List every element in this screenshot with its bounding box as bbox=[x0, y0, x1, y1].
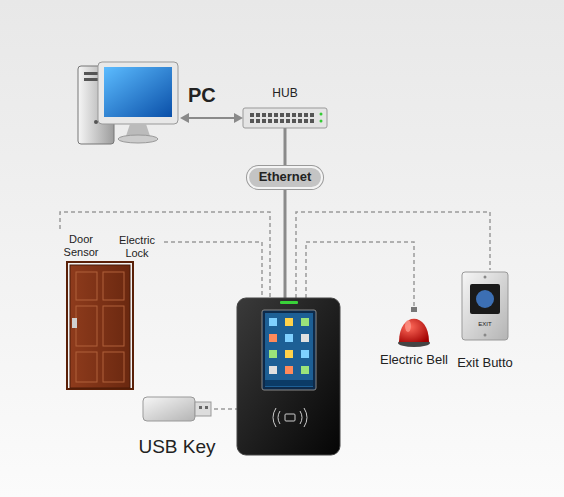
hub-icon-part bbox=[320, 113, 323, 116]
hub-icon-part bbox=[320, 120, 323, 123]
node-label: Exit Butto bbox=[457, 356, 513, 371]
part-label: Electric Lock bbox=[111, 234, 163, 259]
part-label: Door Sensor bbox=[55, 233, 107, 258]
terminal-device-part bbox=[301, 318, 309, 326]
bell-icon-part bbox=[399, 319, 429, 342]
usb-key-node: USB Key bbox=[143, 396, 211, 422]
arrow-head bbox=[234, 113, 243, 123]
control-wires-part bbox=[164, 242, 262, 298]
terminal-device-part bbox=[285, 334, 293, 342]
bell-icon-part bbox=[411, 307, 417, 312]
terminal-device-part bbox=[273, 408, 307, 427]
exit-button-icon bbox=[462, 272, 508, 340]
terminal-device-part bbox=[301, 366, 309, 374]
exit-button-icon-part bbox=[470, 284, 500, 314]
terminal-device-part bbox=[285, 414, 295, 421]
terminal-device bbox=[237, 298, 340, 455]
door-icon bbox=[67, 262, 133, 389]
terminal-device-part bbox=[285, 318, 293, 326]
hub-node: HUB bbox=[243, 108, 327, 128]
exit-button-icon-part bbox=[476, 290, 494, 308]
terminal-device-part bbox=[269, 366, 277, 374]
terminal-device-part bbox=[265, 380, 313, 386]
bell-icon bbox=[398, 307, 430, 347]
node-label: HUB bbox=[272, 87, 297, 101]
usb-key-icon bbox=[143, 397, 211, 421]
node-label: PC bbox=[188, 84, 216, 107]
node-label: Ethernet bbox=[259, 170, 312, 185]
part-label: EXIT bbox=[474, 321, 496, 328]
door-icon-part bbox=[76, 272, 97, 300]
terminal-device-part bbox=[301, 350, 309, 358]
terminal-device-part bbox=[237, 298, 340, 455]
exit-button-icon-part bbox=[462, 272, 508, 340]
computer-icon-part bbox=[98, 62, 178, 124]
usb-key-icon-part bbox=[143, 397, 195, 421]
control-wires-part bbox=[306, 242, 414, 306]
computer-icon-part bbox=[94, 120, 98, 124]
connector-line bbox=[284, 128, 287, 166]
exit-button-icon-part bbox=[484, 334, 487, 337]
terminal-device-part bbox=[285, 350, 293, 358]
control-wires-part bbox=[214, 408, 237, 410]
hub-icon-part bbox=[250, 119, 314, 123]
computer-icon-part bbox=[104, 67, 172, 117]
arrow-head bbox=[180, 113, 189, 123]
door-icon-part bbox=[72, 318, 77, 328]
control-wires bbox=[60, 212, 490, 409]
terminal-device-part bbox=[269, 334, 277, 342]
hub-icon-part bbox=[250, 113, 314, 117]
connector bbox=[180, 113, 243, 123]
connector bbox=[285, 128, 286, 166]
usb-key-icon-part bbox=[199, 406, 202, 409]
node-label: USB Key bbox=[138, 436, 215, 458]
door-icon-part bbox=[76, 306, 97, 346]
terminal-device-part bbox=[269, 350, 277, 358]
usb-key-icon-part bbox=[195, 402, 211, 416]
exit-button-node: Exit Butto bbox=[462, 272, 508, 340]
computer-icon bbox=[78, 62, 178, 144]
pc-node: PC bbox=[75, 60, 180, 145]
bell-node: Electric Bell bbox=[396, 308, 432, 346]
terminal-device-part bbox=[262, 310, 316, 390]
terminal-device-part bbox=[269, 318, 277, 326]
usb-key-icon-part bbox=[205, 406, 208, 409]
terminal-device-part bbox=[285, 366, 293, 374]
ethernet-pill: Ethernet bbox=[247, 166, 323, 189]
door-icon-part bbox=[103, 306, 124, 346]
door-icon-part bbox=[70, 265, 130, 388]
door-icon-part bbox=[103, 272, 124, 300]
door-icon-part bbox=[67, 262, 133, 389]
terminal-device-part bbox=[280, 301, 298, 304]
terminal-device-part bbox=[265, 313, 313, 387]
door-icon-part bbox=[76, 352, 97, 382]
connector-line bbox=[188, 117, 235, 119]
control-wires-part bbox=[296, 212, 490, 298]
ethernet-cable bbox=[284, 189, 287, 298]
door-icon-part bbox=[103, 352, 124, 382]
computer-icon-part bbox=[126, 124, 150, 136]
bell-icon-part bbox=[405, 320, 411, 332]
node-label: Electric Bell bbox=[380, 353, 448, 368]
terminal-device-part bbox=[301, 334, 309, 342]
hub-icon-part bbox=[243, 108, 327, 128]
exit-button-icon-part bbox=[484, 276, 487, 279]
hub-icon bbox=[243, 108, 327, 128]
computer-icon-part bbox=[118, 135, 158, 143]
